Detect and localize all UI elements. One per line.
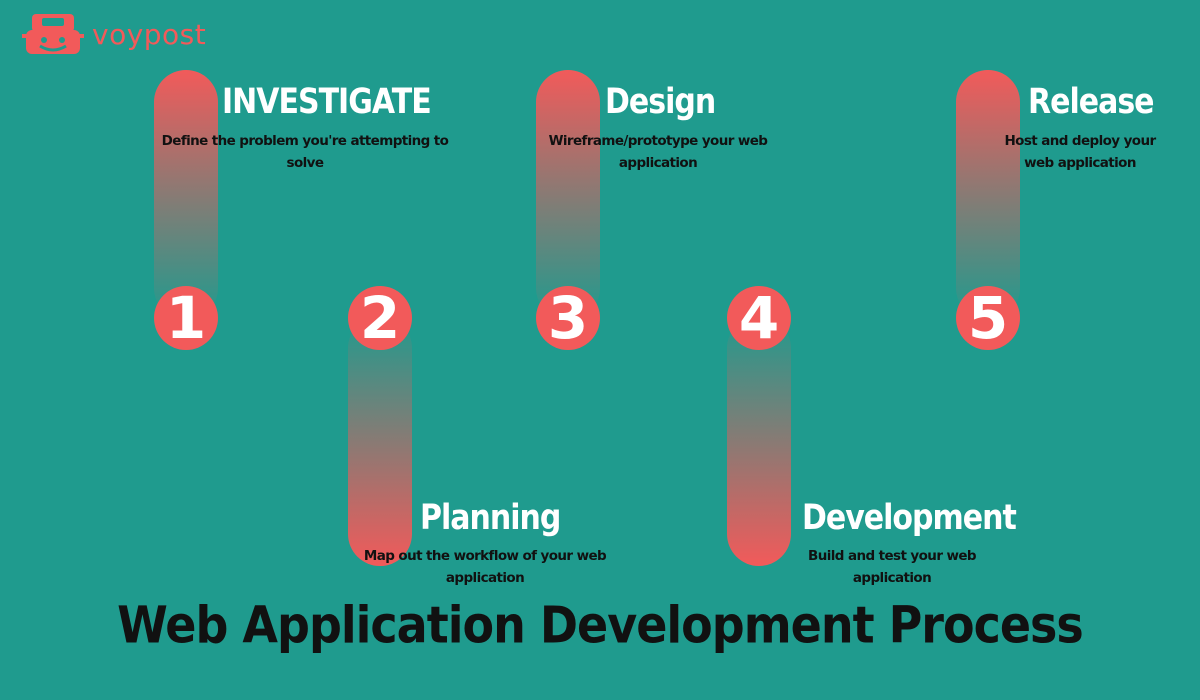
step-2-bar	[348, 316, 412, 566]
step-1-title: INVESTIGATE	[222, 82, 432, 123]
step-3-number: 3	[536, 286, 600, 350]
step-1-number: 1	[154, 286, 218, 350]
step-4-number: 4	[727, 286, 791, 350]
step-3-title: Design	[605, 82, 716, 123]
step-3-description: Wireframe/prototype your web application	[548, 133, 768, 171]
main-title: Web Application Development Process	[117, 595, 1084, 655]
step-1-description: Define the problem you're attempting to …	[161, 133, 449, 171]
step-5-number: 5	[956, 286, 1020, 350]
step-2-title: Planning	[420, 498, 561, 539]
step-5-description: Host and deploy your web application	[1004, 133, 1156, 171]
brand-logo: voypost	[22, 12, 206, 56]
step-2-description: Map out the workflow of your web applica…	[363, 548, 607, 586]
step-5-title: Release	[1028, 82, 1155, 123]
step-4-title: Development	[802, 498, 1017, 539]
brand-name: voypost	[92, 17, 207, 51]
step-1-bar	[154, 70, 218, 320]
step-4-description: Build and test your web application	[808, 548, 977, 586]
step-2-number: 2	[348, 286, 412, 350]
step-5-bar	[956, 70, 1020, 320]
step-3-bar	[536, 70, 600, 320]
step-4-bar	[727, 316, 791, 566]
voypost-logo-icon	[22, 14, 84, 54]
